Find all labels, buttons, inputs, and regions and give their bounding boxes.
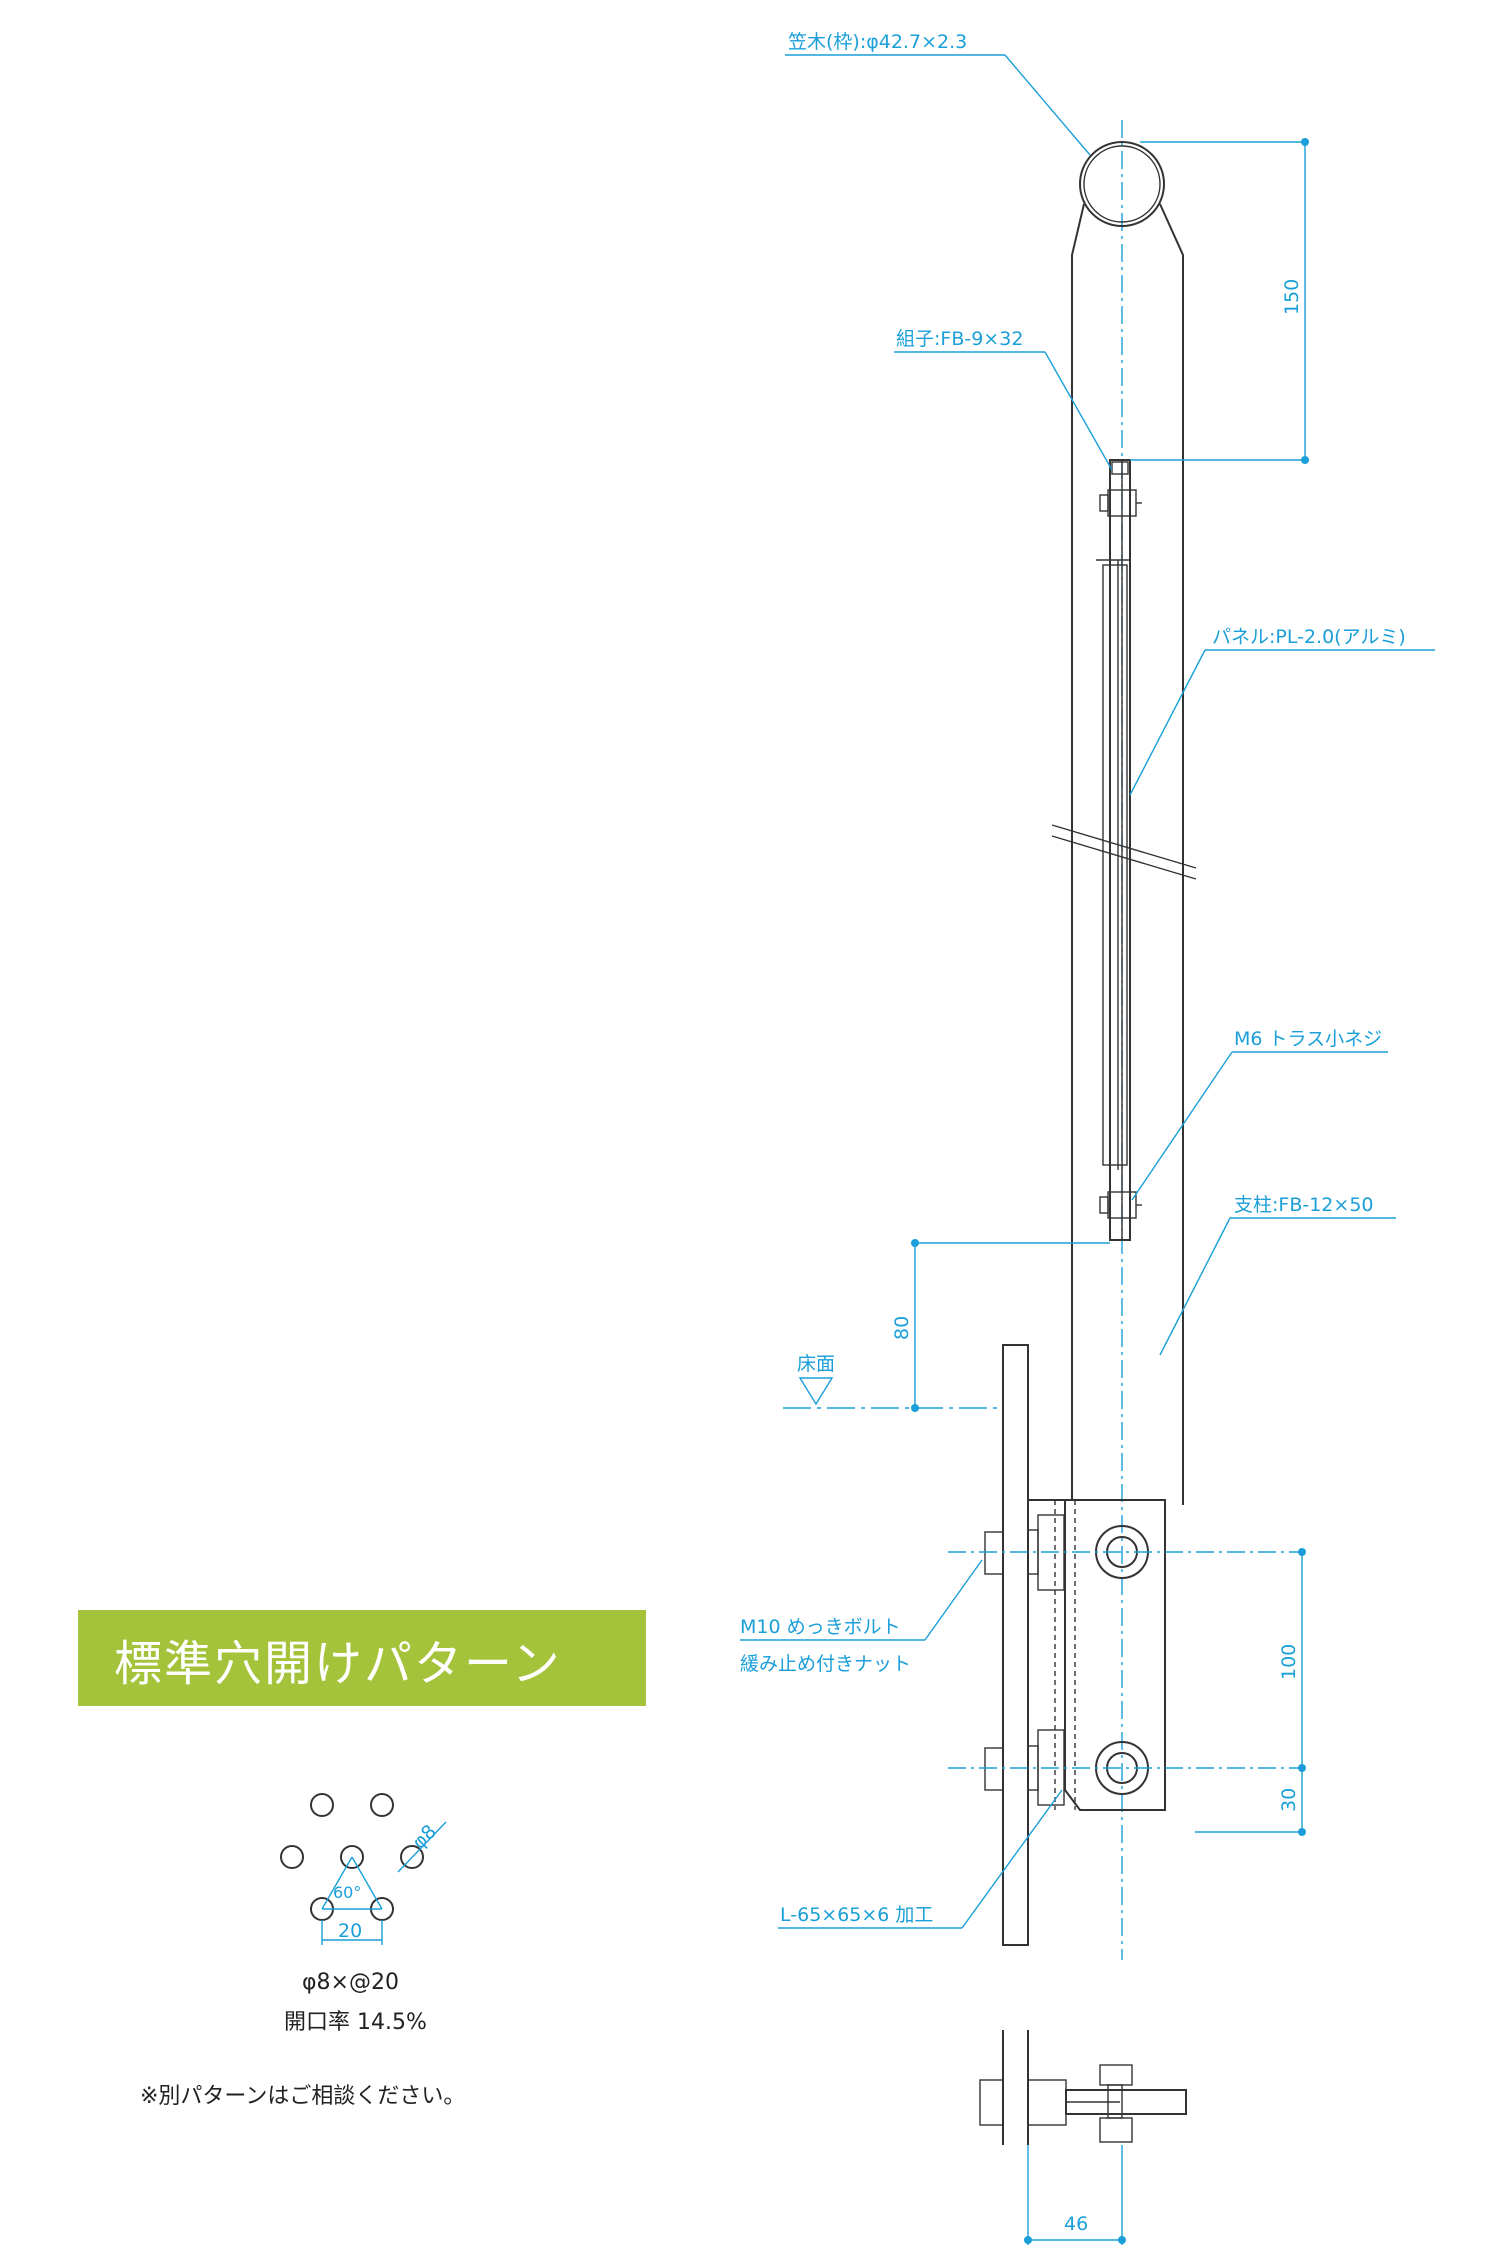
dim-80: 80 <box>891 1239 1110 1412</box>
callout-kumiko: 組子:FB-9×32 <box>894 328 1113 471</box>
label-bolt-2: 緩み止め付きナット <box>740 1653 911 1675</box>
dim-100-text: 100 <box>1278 1644 1300 1680</box>
floor-label: 床面 <box>797 1353 835 1375</box>
hole-pattern: 60° 20 φ8 <box>280 1793 447 1945</box>
callout-angle: L-65×65×6 加工 <box>778 1789 1063 1929</box>
break-line <box>1051 824 1197 880</box>
label-panel: パネル:PL-2.0(アルミ) <box>1212 626 1406 648</box>
callout-panel: パネル:PL-2.0(アルミ) <box>1129 626 1435 796</box>
plan-view <box>979 2030 1187 2145</box>
post-base <box>984 1344 1166 1946</box>
callout-bolt: M10 めっきボルト 緩み止め付きナット <box>740 1559 983 1675</box>
callout-screw: M6 トラス小ネジ <box>1131 1028 1388 1201</box>
pattern-hole-label: φ8 <box>408 1821 441 1854</box>
dim-150: 150 <box>1130 138 1309 464</box>
label-bolt-1: M10 めっきボルト <box>740 1616 901 1638</box>
callout-kasagi: 笠木(枠):φ42.7×2.3 <box>785 31 1091 156</box>
pattern-angle-label: 60° <box>333 1883 361 1902</box>
pattern-title-banner: 標準穴開けパターン <box>78 1610 646 1706</box>
dim-46-text: 46 <box>1064 2213 1088 2235</box>
dim-30-text: 30 <box>1278 1788 1300 1812</box>
label-angle: L-65×65×6 加工 <box>780 1904 933 1926</box>
top-rail <box>1071 141 1184 1505</box>
label-post: 支柱:FB-12×50 <box>1234 1194 1374 1216</box>
pattern-pitch-label: 20 <box>338 1920 362 1942</box>
dim-46: 46 <box>1024 2145 1126 2245</box>
pattern-ratio: 開口率 14.5% <box>284 2010 427 2035</box>
pattern-title: 標準穴開けパターン <box>114 1636 562 1692</box>
pattern-spec: φ8×@20 <box>302 1970 399 1995</box>
kumiko-bar <box>1109 459 1131 1241</box>
dim-100-30: 100 30 <box>948 1548 1306 1836</box>
callout-post: 支柱:FB-12×50 <box>1159 1194 1396 1356</box>
screw-top <box>1099 461 1142 517</box>
dim-80-text: 80 <box>891 1316 913 1340</box>
label-kasagi: 笠木(枠):φ42.7×2.3 <box>788 31 967 53</box>
dim-150-text: 150 <box>1281 279 1303 315</box>
screw-bottom <box>1099 1191 1142 1219</box>
panel <box>1096 559 1130 1170</box>
pattern-note: ※別パターンはご相談ください。 <box>140 2084 466 2109</box>
floor-line: 床面 <box>783 1353 1003 1409</box>
label-kumiko: 組子:FB-9×32 <box>896 328 1023 350</box>
label-screw: M6 トラス小ネジ <box>1234 1028 1382 1050</box>
